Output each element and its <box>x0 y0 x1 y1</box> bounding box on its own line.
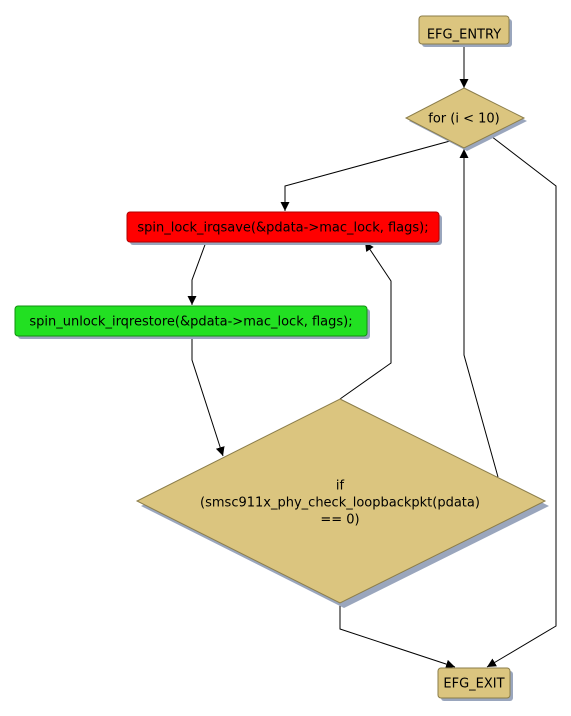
exit-node: EFG_EXIT <box>437 667 513 701</box>
edge-lock-to-unlock <box>187 241 207 305</box>
unlock-label: spin_unlock_irqrestore(&pdata->mac_lock,… <box>29 315 352 330</box>
edge-check-to-lock <box>339 241 392 400</box>
check-label-line-1: if <box>336 479 345 494</box>
edge-unlock-to-check <box>191 337 225 457</box>
exit-label: EFG_EXIT <box>443 677 504 692</box>
entry-label: EFG_ENTRY <box>427 28 501 43</box>
loop-label: for (i < 10) <box>428 112 499 127</box>
edge-check-to-loop <box>459 149 499 478</box>
unlock-node: spin_unlock_irqrestore(&pdata->mac_lock,… <box>14 305 370 339</box>
edge-check-to-exit <box>339 604 456 669</box>
check-label-line-3: == 0) <box>320 513 359 528</box>
check-label-line-2: (smsc911x_phy_check_loopbackpkt(pdata) <box>200 496 480 511</box>
edge-loop-to-exit <box>486 132 557 668</box>
lock-node: spin_lock_irqsave(&pdata->mac_lock, flag… <box>126 211 442 245</box>
lock-label: spin_lock_irqsave(&pdata->mac_lock, flag… <box>137 221 428 236</box>
edges <box>187 44 557 669</box>
edge-loop-to-lock <box>280 140 451 211</box>
entry-node: EFG_ENTRY <box>418 15 512 47</box>
loop-decision-node: for (i < 10) <box>404 87 527 151</box>
check-decision-node: if (smsc911x_phy_check_loopbackpkt(pdata… <box>135 398 549 608</box>
